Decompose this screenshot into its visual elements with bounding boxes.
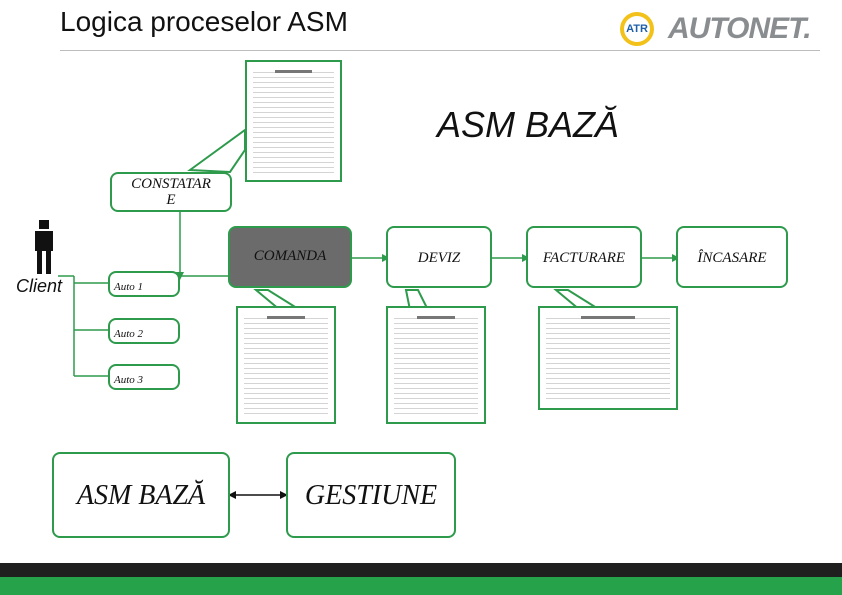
facturare-box: FACTURARE bbox=[526, 226, 642, 288]
deviz-box: DEVIZ bbox=[386, 226, 492, 288]
asm-baza-label: ASM BAZĂ bbox=[76, 480, 206, 511]
diagram-title: ASM BAZĂ bbox=[437, 104, 620, 145]
gestiune-box: GESTIUNE bbox=[286, 452, 456, 538]
autonet-logo: AUTONET. bbox=[668, 12, 812, 45]
facturare-label: FACTURARE bbox=[542, 250, 626, 266]
footer-dark-bar bbox=[0, 563, 842, 577]
person-icon bbox=[35, 220, 53, 274]
auto-3-label: Auto 3 bbox=[114, 374, 144, 386]
asm-baza-box: ASM BAZĂ bbox=[52, 452, 230, 538]
client-label: Client bbox=[16, 276, 63, 296]
auto-2-label: Auto 2 bbox=[114, 328, 144, 340]
deviz-label: DEVIZ bbox=[417, 250, 461, 266]
constatare-box: CONSTATAR E bbox=[110, 172, 232, 212]
comanda-document-image bbox=[236, 306, 336, 424]
deviz-document-image bbox=[386, 306, 486, 424]
atr-logo-text: ATR bbox=[624, 16, 650, 42]
auto-3-box: Auto 3 bbox=[108, 364, 180, 390]
auto-1-box: Auto 1 bbox=[108, 271, 180, 297]
title-divider bbox=[60, 50, 820, 51]
constatare-label: CONSTATAR E bbox=[131, 176, 211, 208]
comanda-label: COMANDA bbox=[253, 248, 327, 264]
constatare-callout bbox=[187, 128, 246, 174]
atr-logo-icon: ATR bbox=[620, 12, 654, 46]
incasare-box: ÎNCASARE bbox=[676, 226, 788, 288]
factura-document-image bbox=[538, 306, 678, 410]
footer-green-bar bbox=[0, 577, 842, 595]
constatare-document-image bbox=[245, 60, 342, 182]
auto-1-label: Auto 1 bbox=[114, 281, 144, 293]
comanda-box: COMANDA bbox=[228, 226, 352, 288]
incasare-label: ÎNCASARE bbox=[697, 250, 767, 266]
gestiune-label: GESTIUNE bbox=[304, 480, 438, 511]
auto-2-box: Auto 2 bbox=[108, 318, 180, 344]
page-title: Logica proceselor ASM bbox=[60, 6, 348, 37]
